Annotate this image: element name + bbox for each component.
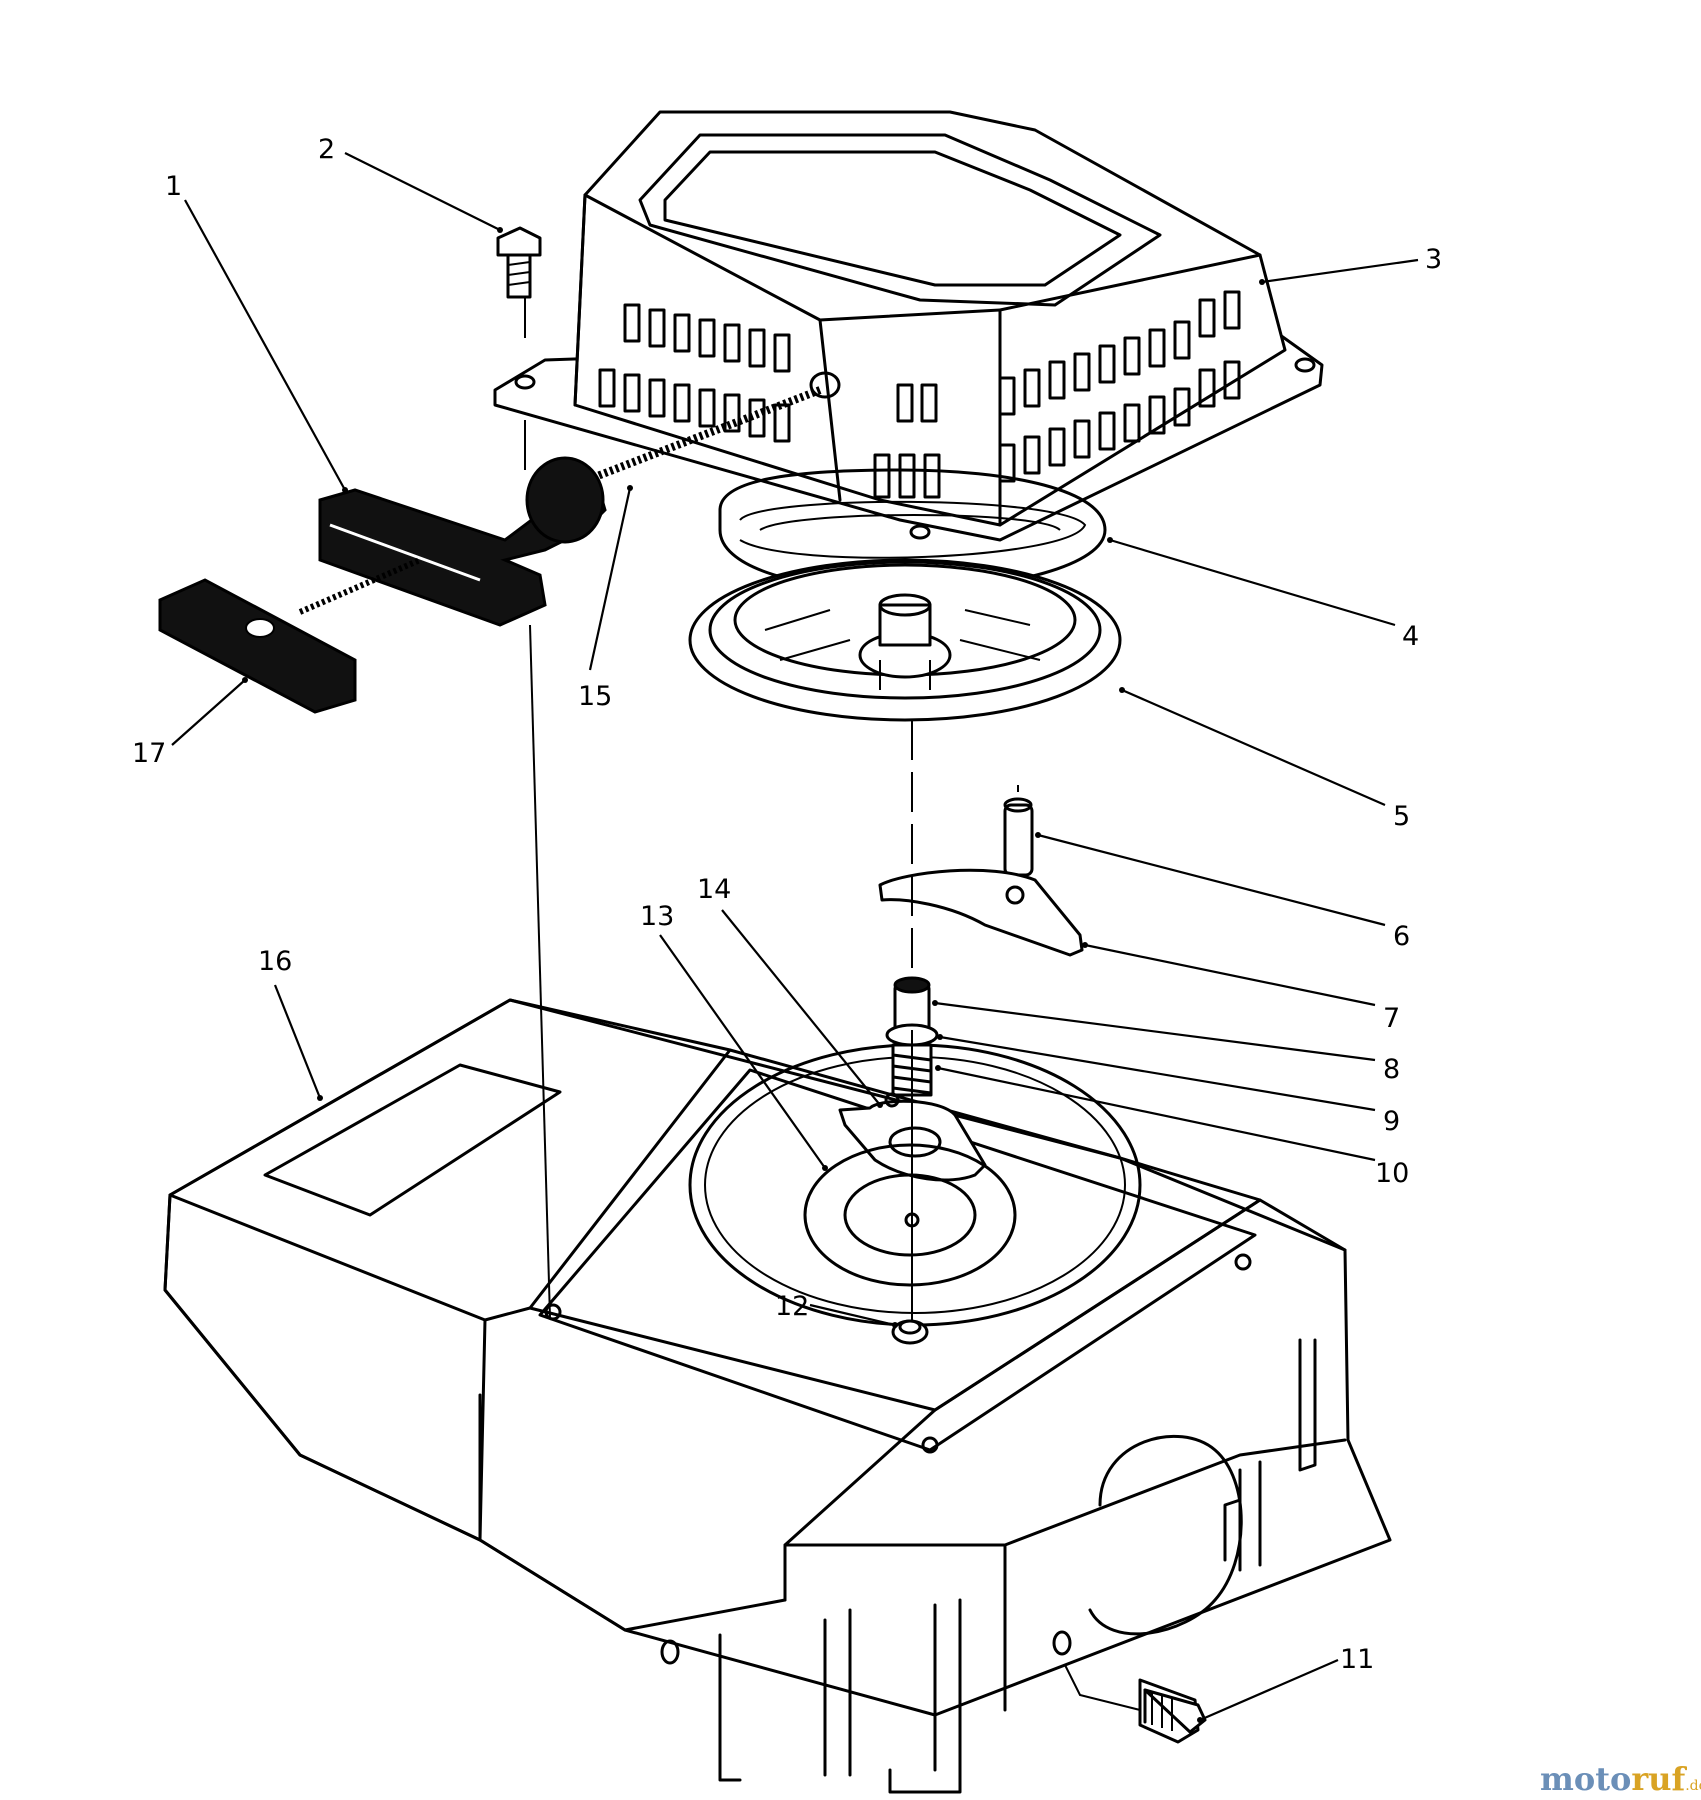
- callout-13: 13: [640, 901, 674, 932]
- part-17-grip-insert: [158, 557, 422, 714]
- svg-text:motoruf.de: motoruf.de: [1540, 1760, 1701, 1798]
- center-vent-slots: [873, 383, 941, 499]
- callout-14: 14: [697, 874, 731, 905]
- callout-9: 9: [1383, 1106, 1400, 1137]
- part-7-pawl: [878, 868, 1084, 957]
- callout-15: 15: [578, 681, 612, 712]
- callout-8: 8: [1383, 1054, 1400, 1085]
- callout-10: 10: [1375, 1158, 1409, 1189]
- part-12-nut: [891, 1319, 929, 1345]
- callout-labels: 1 2 3 4 5 6 7 8 9 10 11 12 13 14 15 16 1…: [132, 134, 1442, 1675]
- callout-6: 6: [1393, 921, 1410, 952]
- left-vent-slots: [598, 303, 791, 443]
- watermark-logo: motoruf.de: [1540, 1760, 1701, 1798]
- part-5-pulley: [688, 558, 1122, 722]
- part-15-rope: [528, 386, 822, 509]
- watermark-suffix: .de: [1685, 1778, 1701, 1794]
- callout-2: 2: [318, 134, 335, 165]
- callout-5: 5: [1393, 801, 1410, 832]
- right-vent-slots: [998, 290, 1241, 483]
- watermark-part2: ruf: [1631, 1760, 1687, 1798]
- part-6-pin: [1003, 797, 1034, 877]
- callout-leaders: [171, 152, 1419, 1723]
- callout-11: 11: [1340, 1644, 1374, 1675]
- part-8-shaft: [893, 976, 931, 1032]
- part-11-screw: [1138, 1678, 1207, 1744]
- part-16-blower-housing: [163, 998, 1392, 1794]
- callout-17: 17: [132, 738, 166, 769]
- part-2-screw: [496, 226, 542, 299]
- callout-3: 3: [1425, 244, 1442, 275]
- watermark-part1: moto: [1540, 1760, 1631, 1798]
- part-1-handle: [318, 456, 607, 627]
- callout-4: 4: [1402, 621, 1419, 652]
- assembly-lines: [524, 298, 1141, 1711]
- part-3-starter-housing: [493, 110, 1324, 542]
- callout-16: 16: [258, 946, 292, 977]
- callout-12: 12: [775, 1291, 809, 1322]
- callout-1: 1: [165, 171, 182, 202]
- callout-7: 7: [1383, 1003, 1400, 1034]
